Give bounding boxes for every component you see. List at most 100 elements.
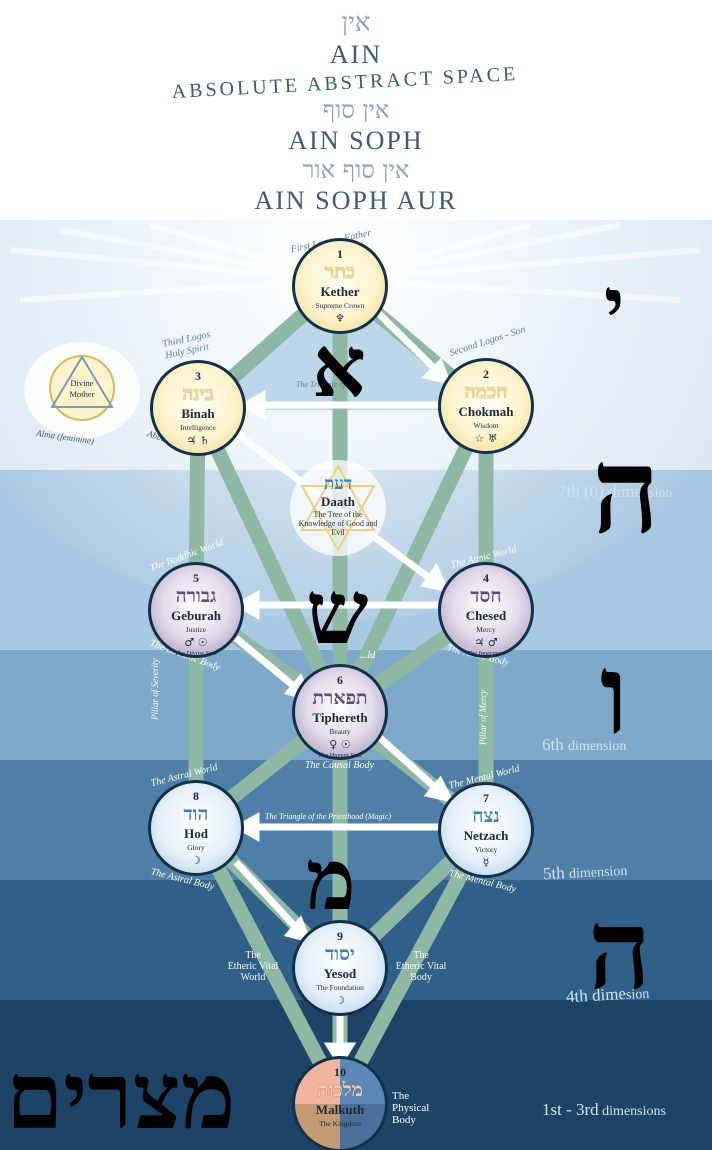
chokmah-subtitle: Wisdom: [473, 421, 499, 430]
aleph-letter: א: [312, 317, 366, 416]
pillar-mercy-label: Pillar of Mercy: [478, 689, 488, 745]
chesed-soul: The Innermost: [467, 650, 505, 657]
daath-hebrew: דעת: [323, 474, 353, 494]
geburah-number: 5: [193, 571, 199, 585]
sephirah-binah: 3 בינה Binah Intelligence ♃ ♄: [150, 360, 246, 456]
ain-soph-title: AIN SOPH: [288, 126, 424, 155]
hod-subtitle: Glory: [187, 843, 205, 852]
moon-icon: ☽: [335, 994, 345, 1007]
chesed-number: 4: [483, 571, 489, 585]
yesod-number: 9: [337, 929, 343, 943]
hod-name: Hod: [184, 826, 208, 841]
sephirah-geburah: 5 גבורה Geburah Justice ♂ ☉ The Divine S…: [148, 562, 244, 658]
causal-body-label: The Causal Body: [305, 760, 374, 771]
he-upper-letter: ה: [592, 421, 660, 560]
sephirah-chesed: 4 חסד Chesed Mercy ♃ ♂ The Innermost: [438, 562, 534, 658]
kether-name: Kether: [320, 284, 360, 299]
sephirah-tiphereth: 6 תפארת Tiphereth Beauty ♀ ☉ The Human S…: [292, 664, 388, 760]
chesed-hebrew: חסד: [470, 585, 502, 607]
binah-subtitle: Intelligence: [180, 423, 216, 432]
netzach-hebrew: נצח: [472, 805, 500, 827]
ain-soph-hebrew: אין סוף: [322, 96, 390, 124]
neptune-icon: ♆: [335, 312, 345, 325]
ain-soph-aur-title: AIN SOPH AUR: [254, 186, 458, 215]
malkuth-name: Malkuth: [315, 1102, 365, 1117]
chesed-name: Chesed: [465, 608, 507, 623]
yesod-name: Yesod: [323, 966, 357, 981]
sephirah-yesod: 9 יסוד Yesod The Foundation ☽: [292, 920, 388, 1016]
hod-hebrew: הוד: [183, 803, 209, 825]
dimension-6th-label: 6th dimension: [542, 735, 627, 754]
sephirah-kether: 1 כתר Kether Supreme Crown ♆: [292, 238, 388, 334]
ain-soph-aur-hebrew: אין סוף אור: [302, 156, 410, 184]
malkuth-number: 10: [334, 1065, 346, 1079]
geburah-subtitle: Justice: [185, 625, 207, 634]
chokmah-name: Chokmah: [458, 404, 514, 419]
geburah-name: Geburah: [171, 608, 221, 623]
kether-hebrew: כתר: [324, 261, 356, 283]
venus-sun-icon: ♀ ☉: [329, 738, 351, 751]
mars-sun-icon: ♂ ☉: [184, 636, 208, 649]
daath-star-up: [300, 463, 376, 531]
mem-letter: מ: [306, 830, 356, 929]
kether-number: 1: [337, 247, 343, 261]
tiphereth-hebrew: תפארת: [312, 687, 368, 709]
triangle-priesthood-label: The Triangle of the Priesthood (Magic): [265, 812, 391, 821]
yesod-subtitle: The Foundation: [316, 983, 364, 992]
chokmah-number: 2: [483, 367, 489, 381]
he-lower-letter: ה: [588, 885, 652, 1014]
ain-hebrew: אין: [341, 8, 371, 38]
shin-letter: ש: [306, 560, 369, 664]
causal-world-label: ...ld: [360, 650, 376, 661]
netzach-number: 7: [483, 791, 489, 805]
geburah-soul: The Divine Soul: [175, 650, 217, 657]
netzach-name: Netzach: [463, 828, 509, 843]
kether-subtitle: Supreme Crown: [315, 301, 365, 310]
malkuth-subtitle: The Kingdom: [319, 1119, 361, 1128]
binah-number: 3: [195, 369, 201, 383]
dimension-7th-label: 7th (0) dimension: [558, 482, 673, 501]
mitzrayim-word: מצרים: [6, 1042, 236, 1150]
jupiter-saturn-icon: ♃ ♄: [186, 434, 210, 447]
sephirah-netzach: 7 נצח Netzach Victory ☿: [438, 782, 534, 878]
binah-hebrew: בינה: [182, 383, 214, 405]
daath-name: Daath: [321, 494, 355, 509]
chokmah-hebrew: חכמה: [464, 381, 508, 403]
sephirah-daath: דעת Daath The Tree of the Knowledge of G…: [296, 474, 380, 537]
sephirah-malkuth: 10 מלכות Malkuth The Kingdom: [292, 1056, 388, 1150]
vav-letter: ו: [600, 630, 629, 759]
tiphereth-soul: The Human Soul: [318, 752, 362, 759]
netzach-subtitle: Victory: [474, 845, 498, 854]
yod-letter: י: [604, 261, 625, 352]
divine-mother-triangle: [50, 355, 114, 408]
yesod-hebrew: יסוד: [325, 943, 355, 965]
daath-glow: [290, 460, 386, 556]
daath-star-down: [300, 485, 376, 553]
tiphereth-name: Tiphereth: [312, 710, 368, 725]
ain-title: AIN: [329, 40, 383, 69]
band-5th: [0, 760, 712, 880]
tiphereth-number: 6: [337, 673, 343, 687]
daath-subtitle: The Tree of the Knowledge of Good and Ev…: [298, 510, 378, 537]
supernal-triangle-label: The Triangle of the...: [296, 380, 364, 389]
sephirah-hod: 8 הוד Hod Glory ☽: [148, 780, 244, 876]
hod-number: 8: [193, 789, 199, 803]
moon-icon: ☽: [191, 854, 201, 867]
sephirah-chokmah: 2 חכמה Chokmah Wisdom ☆ ♅: [438, 358, 534, 454]
chesed-subtitle: Mercy: [476, 625, 496, 634]
binah-name: Binah: [181, 406, 215, 421]
dimension-1st-3rd-label: 1st - 3rd dimensions: [542, 1100, 666, 1119]
geburah-hebrew: גבורה: [175, 585, 217, 607]
jupiter-mars-icon: ♃ ♂: [474, 636, 498, 649]
malkuth-hebrew: מלכות: [317, 1079, 363, 1101]
mercury-icon: ☿: [482, 856, 490, 869]
pillar-severity-label: Pillar of Severity: [150, 658, 160, 720]
tiphereth-subtitle: Beauty: [329, 727, 351, 736]
star-uranus-icon: ☆ ♅: [474, 432, 498, 445]
